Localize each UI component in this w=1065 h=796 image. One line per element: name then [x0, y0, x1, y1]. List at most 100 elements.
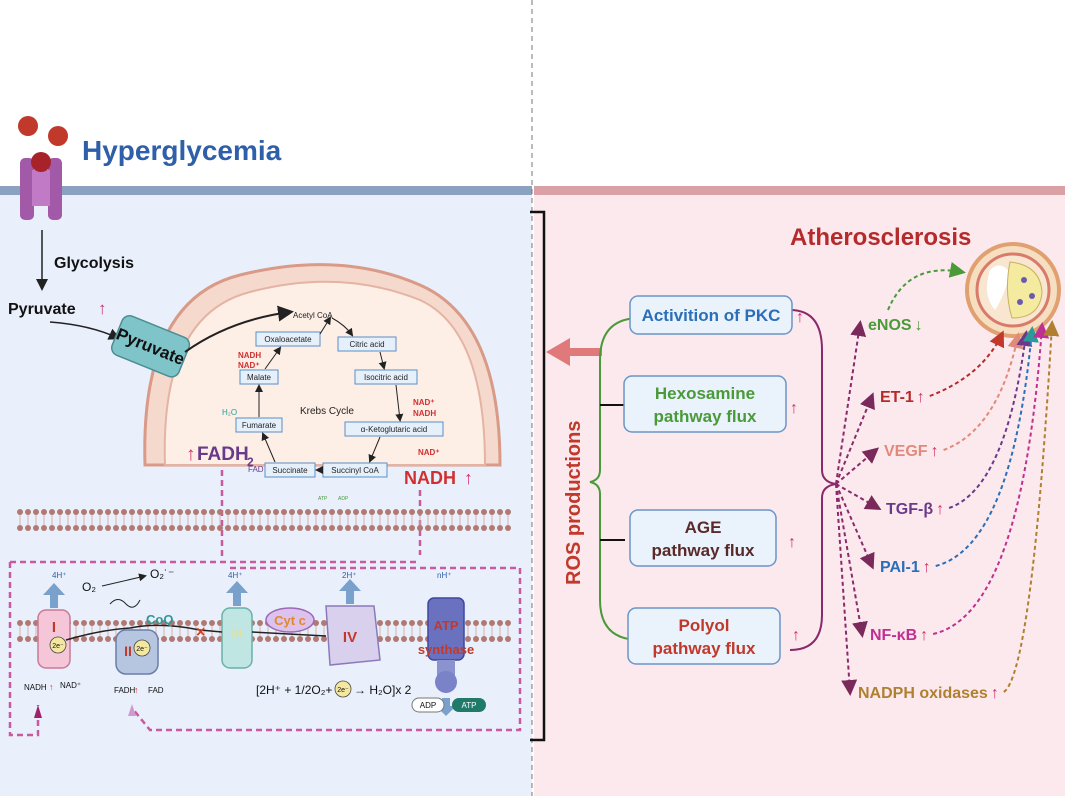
brace-to-pai1-arrow — [835, 483, 875, 570]
nadh-label: NADH — [404, 468, 456, 488]
atp-synthase-label-1: ATP — [433, 618, 458, 633]
factor-nadph-oxidases-label: NADPH oxidases — [858, 685, 988, 702]
atp-pill — [452, 698, 486, 712]
electron-path-2 — [251, 631, 327, 637]
ros-arrow — [546, 338, 602, 366]
artery-cross-section-icon — [965, 242, 1061, 338]
factor-enos-arrow: ↓ — [915, 317, 923, 334]
green-brace — [589, 317, 641, 641]
brace-to-vegf-arrow — [835, 447, 880, 485]
factor-pai1-label: PAI-1 — [880, 559, 920, 576]
etc-fad-label: FAD — [148, 686, 164, 695]
krebs-fumarate: Fumarate — [242, 421, 277, 430]
o2-label: O₂ — [82, 580, 96, 594]
superoxide-arrow — [101, 573, 147, 587]
brace-to-tgfb-arrow — [835, 483, 882, 510]
krebs-fumarate-box — [235, 417, 283, 433]
etc-nadh-up-arrow: ↑ — [49, 682, 54, 692]
factor-nfkb-label: NF-κB — [870, 627, 917, 644]
pathway-hexosamine-label-1: Hexosamine — [655, 384, 755, 403]
pathway-age-label-1: AGE — [685, 518, 722, 537]
krebs-succinate: Succinate — [272, 466, 308, 475]
purple-brace — [789, 309, 837, 651]
etc-fadh-up-arrow: ↑ — [134, 685, 139, 695]
electron-label-2: 2e⁻ — [136, 646, 148, 653]
krebs-ketoglutaric: α-Ketoglutaric acid — [361, 425, 427, 434]
factors-group: eNOS↓ET-1↑VEGF↑TGF-β↑PAI-1↑NF-κB↑NADPH o… — [835, 261, 1060, 702]
pathway-pkc-up-arrow: ↑ — [796, 309, 804, 326]
electron-badge-3 — [334, 680, 352, 698]
vegf-to-artery-arrow — [943, 332, 1024, 451]
electron-block-x: × — [196, 624, 205, 641]
tgfb-to-artery-arrow — [948, 330, 1033, 509]
complex-3-label: III — [232, 626, 243, 641]
electron-badge-1 — [49, 636, 67, 654]
factor-vegf-label: VEGF — [884, 443, 928, 460]
factor-vegf-arrow: ↑ — [931, 443, 939, 460]
adp-label: ADP — [420, 701, 436, 710]
etc-nad-label: NAD⁺ — [60, 681, 81, 690]
factor-pai1-arrow: ↑ — [923, 559, 931, 576]
krebs-citric-box — [337, 336, 397, 352]
electron-label-1: 2e⁻ — [52, 643, 64, 650]
proton-label-3: 4H⁺ — [228, 571, 242, 580]
atherosclerosis-title: Atherosclerosis — [790, 224, 971, 251]
factor-tgfb-label: TGF-β — [886, 501, 933, 518]
complex-4-label: IV — [343, 629, 357, 646]
enos-to-artery-arrow — [887, 261, 966, 311]
krebs-acetyl-coa: Acetyl CoA — [293, 311, 333, 320]
pathway-box-age — [629, 509, 777, 567]
water-equation-start: [2H⁺ + 1/2O₂+ — [256, 683, 332, 697]
fadh-feedback-arrowhead — [128, 704, 136, 716]
brace-to-et1-arrow — [835, 392, 875, 485]
factor-et1-label: ET-1 — [880, 389, 914, 406]
pyruvate-arrow — [49, 321, 121, 340]
krebs-atp: ATP — [318, 496, 328, 502]
etc-dashed-connectors — [8, 470, 522, 737]
factor-nadph-oxidases-arrow: ↑ — [991, 685, 999, 702]
electron-label-3: 2e⁻ — [337, 687, 349, 694]
right-membrane-band — [534, 186, 1065, 195]
brace-to-nfkb-arrow — [835, 483, 868, 638]
superoxide-label: O₂˙⁻ — [150, 567, 174, 581]
krebs-h2o: H₂O — [222, 408, 237, 417]
atp-synthase-icon: ATP synthase — [418, 597, 474, 693]
o2-leak-squiggle — [109, 599, 141, 608]
pathway-age-label-2: pathway flux — [652, 541, 756, 560]
pyruvate-label: Pyruvate — [8, 301, 76, 318]
krebs-oxaloacetate: Oxaloacetate — [264, 335, 312, 344]
krebs-fad: FAD — [248, 465, 264, 474]
krebs-malate: Malate — [247, 373, 272, 382]
factor-enos-label: eNOS — [868, 317, 912, 334]
electron-badge-2 — [133, 639, 151, 657]
brace-to-enos-arrow — [835, 320, 867, 485]
left-membrane-band — [0, 186, 532, 195]
fadh2-label: FADH — [197, 444, 249, 465]
krebs-nadh-1: NADH — [238, 351, 261, 360]
krebs-ketoglutaric-box — [344, 421, 444, 437]
pathway-box-polyol — [627, 607, 781, 665]
factor-nfkb-arrow: ↑ — [920, 627, 928, 644]
krebs-succinyl-box — [322, 462, 388, 478]
pathway-age-up-arrow: ↑ — [788, 534, 796, 551]
krebs-isocitric: Isocitric acid — [364, 373, 408, 382]
factor-et1-arrow: ↑ — [917, 389, 925, 406]
coq-label: CoQ — [146, 612, 173, 627]
nadh-feedback-arrowhead — [34, 705, 42, 718]
atp-synthase-label-2: synthase — [418, 642, 474, 657]
complex-3: III — [221, 607, 253, 669]
krebs-cycle-arrows — [255, 316, 404, 474]
proton-label-1: 4H⁺ — [52, 571, 66, 580]
nfkb-to-artery-arrow — [932, 322, 1050, 635]
ros-productions-label: ROS productions — [563, 421, 585, 585]
krebs-nad-2: NAD⁺ — [413, 398, 435, 407]
krebs-citric: Citric acid — [349, 340, 384, 349]
krebs-isocitric-box — [354, 369, 418, 385]
krebs-cycle-title: Krebs Cycle — [300, 406, 354, 417]
complex-1-label: I — [52, 619, 56, 636]
proton-label-n: nH⁺ — [437, 571, 451, 580]
nadph-oxidases-to-artery-arrow — [1003, 320, 1060, 693]
pathway-hexosamine-label-2: pathway flux — [654, 407, 758, 426]
